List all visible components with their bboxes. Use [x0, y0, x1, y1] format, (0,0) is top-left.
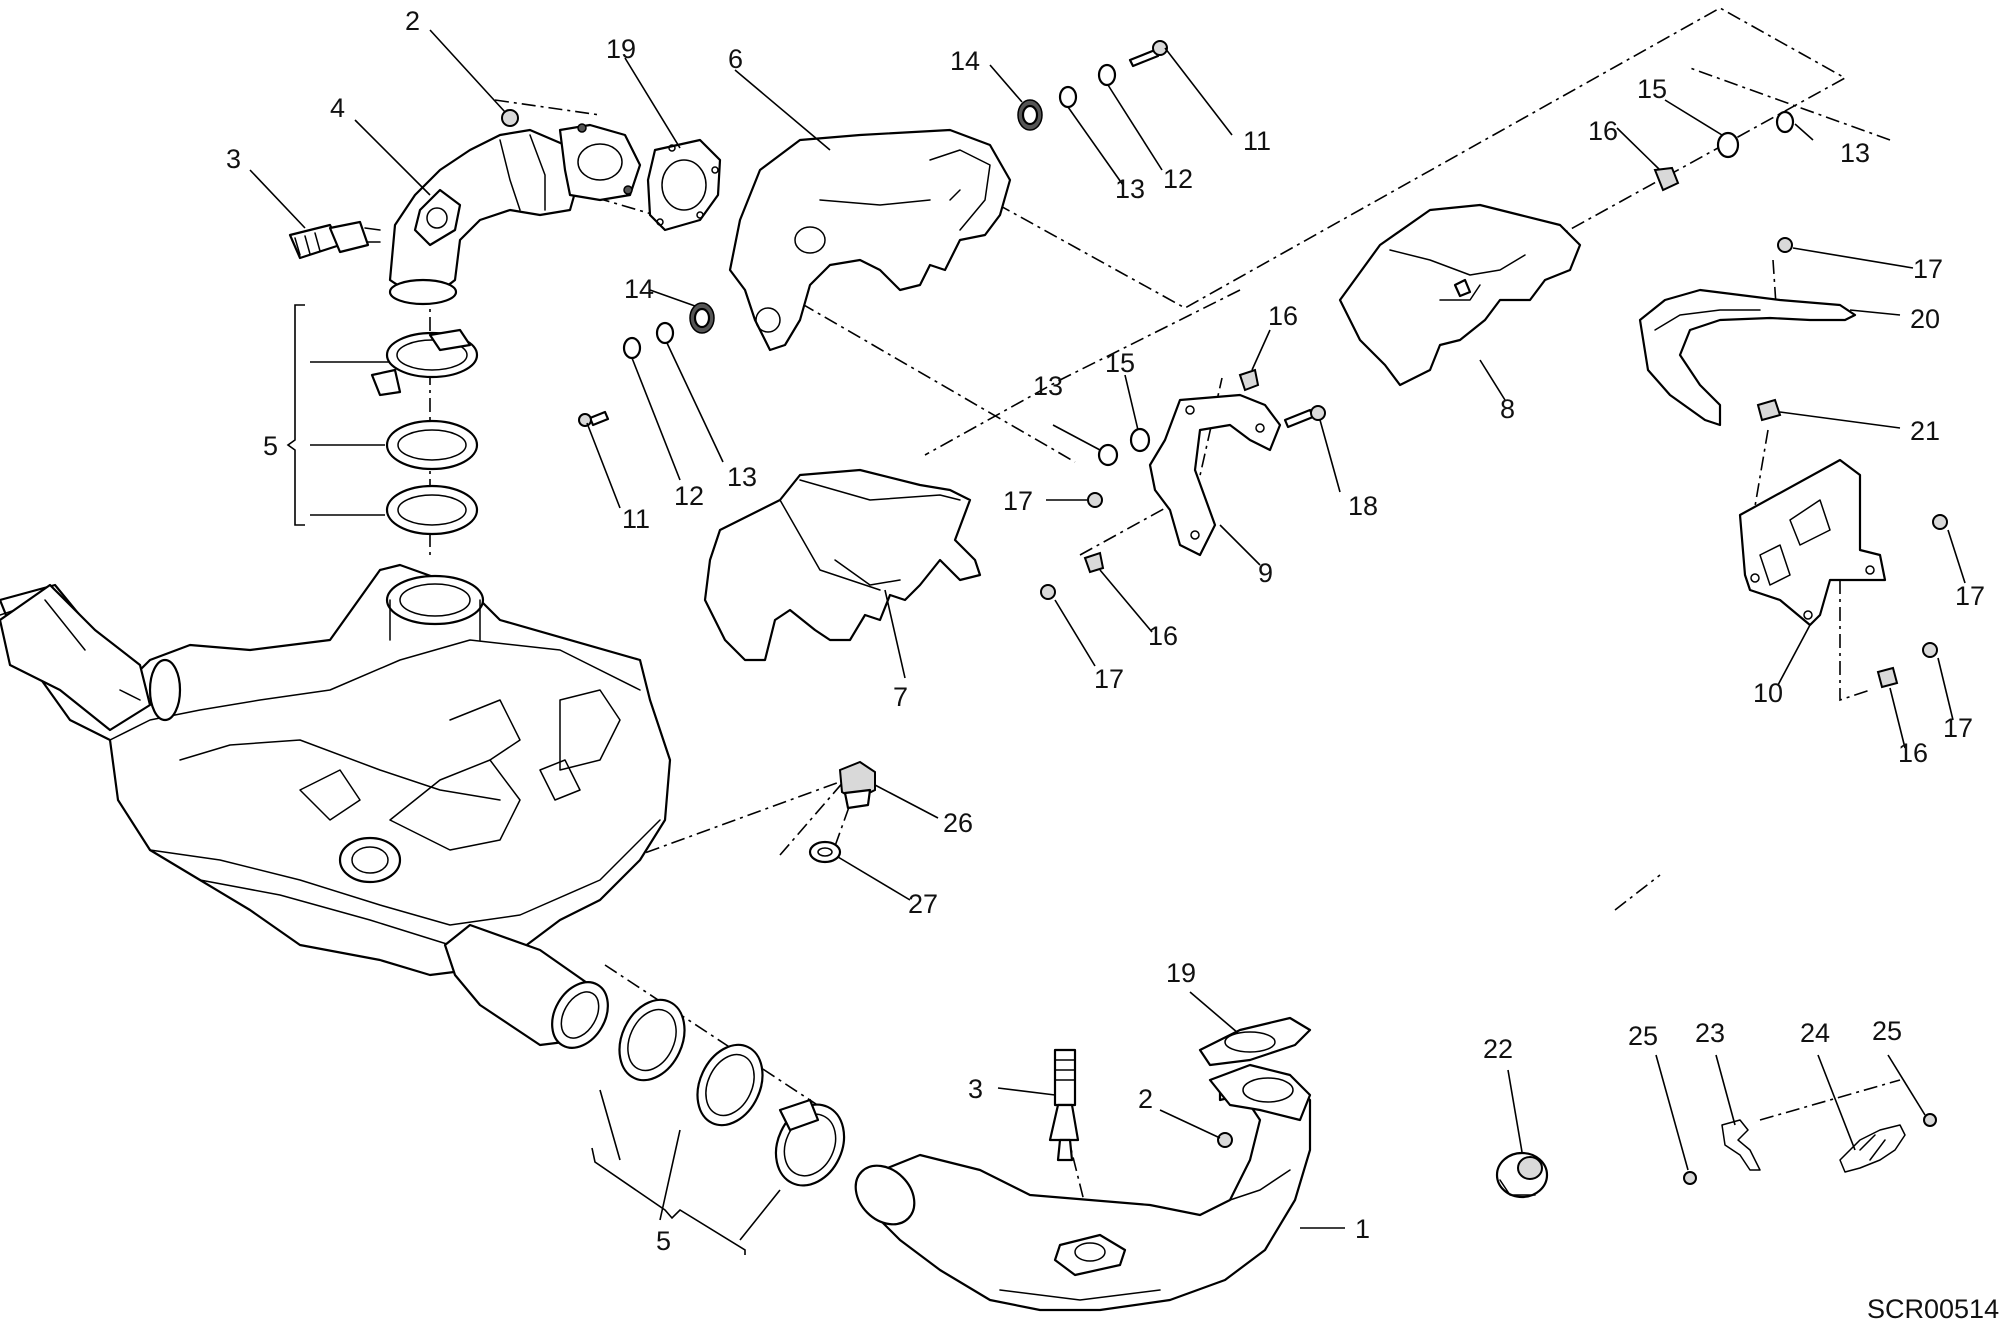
- drain-plug: [808, 760, 876, 864]
- hardware-upper: [578, 40, 1948, 689]
- callout-22: 22: [1483, 1034, 1513, 1064]
- gasket-lower: [1198, 1016, 1312, 1067]
- heat-shield-8: [1338, 203, 1582, 387]
- callout-16: 16: [1588, 116, 1618, 146]
- oxygen-sensor-lower: [1048, 1048, 1080, 1162]
- callout-23: 23: [1695, 1018, 1725, 1048]
- callout-2: 2: [1138, 1084, 1153, 1114]
- callout-17: 17: [1913, 254, 1943, 284]
- callout-17: 17: [1943, 713, 1973, 743]
- callout-2: 2: [405, 6, 420, 36]
- leader-lines: [249, 29, 1966, 1229]
- callout-25: 25: [1872, 1016, 1902, 1046]
- callout-6: 6: [728, 44, 743, 74]
- callout-11: 11: [1243, 126, 1271, 156]
- muffler: [0, 563, 672, 1049]
- callout-19: 19: [606, 34, 636, 64]
- callout-13: 13: [1840, 138, 1870, 168]
- callout-7: 7: [893, 682, 908, 712]
- callout-1: 1: [1355, 1214, 1370, 1244]
- callout-17: 17: [1094, 664, 1124, 694]
- callout-27: 27: [908, 889, 938, 919]
- gasket-upper: [646, 138, 722, 232]
- callout-16: 16: [1898, 738, 1928, 768]
- drawing-code: SCR00514: [1867, 1294, 1999, 1324]
- heat-shield-7: [703, 468, 982, 662]
- callout-5: 5: [263, 431, 278, 461]
- callout-11: 11: [622, 504, 650, 534]
- bracket-20: [1638, 288, 1857, 427]
- callout-15: 15: [1637, 74, 1667, 104]
- bracket-9: [1148, 393, 1282, 557]
- callout-18: 18: [1348, 491, 1378, 521]
- callout-14: 14: [624, 274, 654, 304]
- callout-16: 16: [1148, 621, 1178, 651]
- callout-17: 17: [1955, 581, 1985, 611]
- callout-25: 25: [1628, 1021, 1658, 1051]
- callout-13: 13: [1115, 174, 1145, 204]
- callout-20: 20: [1910, 304, 1940, 334]
- callout-3: 3: [226, 144, 241, 174]
- callout-12: 12: [1163, 164, 1193, 194]
- header-pipe-upper: [388, 123, 642, 306]
- callout-16: 16: [1268, 301, 1298, 331]
- callout-19: 19: [1166, 958, 1196, 988]
- nut-upper: [501, 109, 519, 127]
- callout-26: 26: [943, 808, 973, 838]
- callout-14: 14: [950, 46, 980, 76]
- callout-12: 12: [674, 481, 704, 511]
- callout-labels: 1 2 2 3 3 4 5 5 6 7 8 9 10 11 11 12 12 1…: [226, 6, 1999, 1324]
- header-pipe-lower: [854, 1063, 1312, 1312]
- callout-10: 10: [1753, 678, 1783, 708]
- callout-15: 15: [1105, 348, 1135, 378]
- callout-13: 13: [1033, 371, 1063, 401]
- callout-4: 4: [330, 93, 345, 123]
- clamp-set-lower: [591, 998, 846, 1255]
- callout-3: 3: [968, 1074, 983, 1104]
- callout-9: 9: [1258, 558, 1273, 588]
- clamp-set-upper: [286, 304, 479, 536]
- callout-17: 17: [1003, 486, 1033, 516]
- oxygen-sensor-upper: [288, 220, 381, 260]
- callout-8: 8: [1500, 394, 1515, 424]
- bracket-10: [1738, 458, 1887, 627]
- callout-13: 13: [727, 462, 757, 492]
- callout-21: 21: [1910, 416, 1940, 446]
- callout-24: 24: [1800, 1018, 1830, 1048]
- heat-shield-6: [728, 128, 1012, 352]
- small-parts-lower: [1495, 1113, 1937, 1199]
- callout-5: 5: [656, 1226, 671, 1256]
